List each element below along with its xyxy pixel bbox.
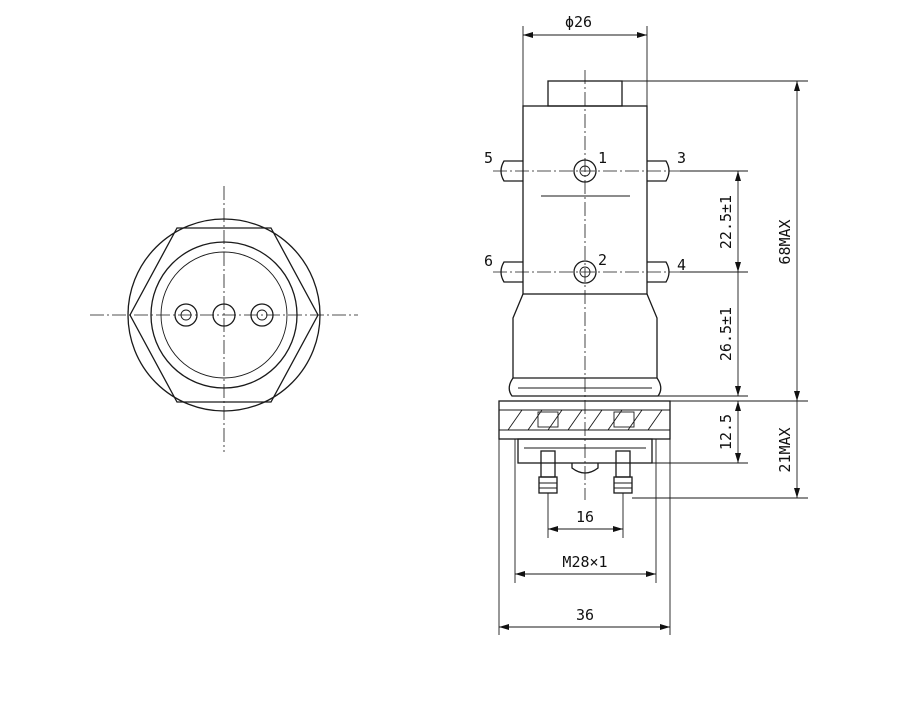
label-overall-max: 68MAX: [776, 219, 794, 264]
port-1-outer: [573, 159, 597, 183]
port-1-inner: [579, 165, 591, 177]
end-view-inner-circle: [150, 241, 298, 389]
dim-overall-max: [622, 80, 808, 402]
main-body: [522, 105, 648, 295]
label-base-max: 21MAX: [776, 427, 794, 472]
end-view-pin-left-core: [180, 309, 192, 321]
terminal-left-tip: [538, 476, 558, 494]
end-view-pin-center: [212, 303, 236, 327]
label-top-diameter: ϕ26: [565, 13, 592, 31]
port-label-4: 4: [677, 256, 686, 274]
label-terminal-spacing: 16: [576, 508, 594, 526]
end-view-pin-left: [174, 303, 198, 327]
end-view-hex-nut: [129, 227, 319, 403]
terminal-right: [615, 450, 631, 478]
port-2-inner: [579, 266, 591, 278]
dim-base-max: [632, 401, 808, 499]
end-view-inner-ring: [160, 251, 288, 379]
label-base-width: 36: [576, 606, 594, 624]
label-thread: M28×1: [562, 553, 607, 571]
dim-thread: [514, 439, 657, 583]
port-label-6: 6: [484, 252, 493, 270]
hex-nut-base: [498, 400, 671, 440]
label-spacing-upper: 22.5±1: [717, 195, 735, 249]
dim-top-diameter: [522, 26, 648, 106]
end-view: [90, 186, 358, 452]
end-view-outer-circle: [127, 218, 321, 412]
port-label-1: 1: [598, 149, 607, 167]
dim-spacing-upper: [680, 170, 748, 273]
port-label-3: 3: [677, 149, 686, 167]
end-view-pin-right-core: [256, 309, 268, 321]
label-spacing-lower: 26.5±1: [717, 307, 735, 361]
port-label-5: 5: [484, 149, 493, 167]
port-2-outer: [573, 260, 597, 284]
terminal-left: [540, 450, 556, 478]
dim-spacing-lower: [652, 272, 748, 397]
end-view-pin-right: [250, 303, 274, 327]
nut-thread-hatch: [507, 409, 663, 431]
terminal-right-tip: [613, 476, 633, 494]
dim-base-height: [652, 401, 748, 464]
label-base-height: 12.5: [717, 414, 735, 450]
dim-base-width: [498, 439, 671, 635]
port-label-2: 2: [598, 251, 607, 269]
dim-terminal-spacing: [547, 493, 624, 538]
side-view: [493, 70, 680, 500]
